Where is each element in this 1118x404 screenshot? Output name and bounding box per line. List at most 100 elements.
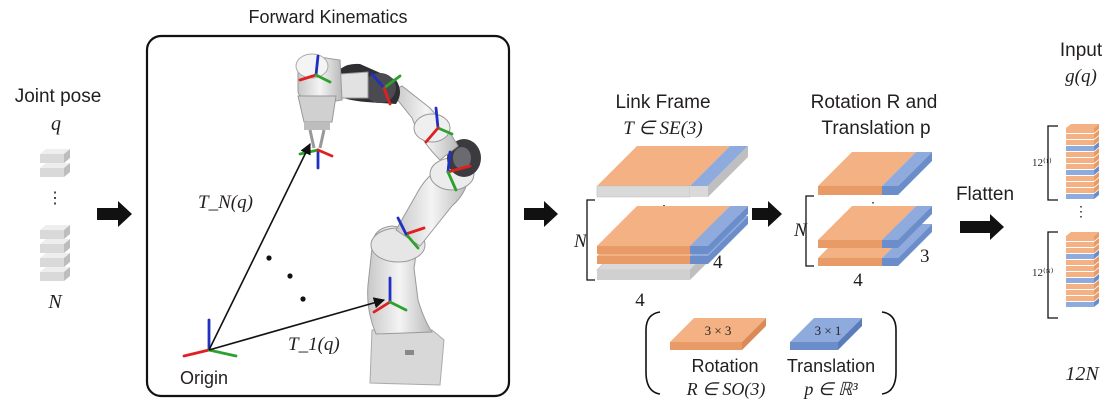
rotation-element [1066,236,1094,241]
joint-pose-label: Joint pose [15,86,102,107]
rotation-element [1066,290,1094,295]
element-side-face [1094,160,1099,169]
rotation-element [1066,134,1094,139]
origin-axes-icon [182,318,238,358]
link-frame-title: Link Frame [615,92,710,113]
input-vector-bottom [1066,232,1099,307]
element-side-face [1094,256,1099,265]
rotation-element [1066,260,1094,265]
rotation-element [1066,272,1094,277]
element-side-face [1094,190,1099,199]
legend-right-paren [881,311,897,395]
joint-block [40,225,70,239]
element-side-face [1094,130,1099,139]
block-arrow-1 [97,201,132,227]
frame-axes-icon [446,150,472,192]
tn-label: T_N(q) [198,192,253,213]
translation-element [1066,170,1094,175]
input-total-label: 12N [1065,363,1100,385]
input-bracket-1 [1047,125,1058,201]
rotation-element [1066,140,1094,145]
t1-arrow [208,297,386,351]
element-side-face [1094,142,1099,151]
rotation-element [1066,266,1094,271]
element-side-face [1094,232,1099,241]
input-title: Input [1060,40,1103,61]
element-side-face [1094,274,1099,283]
element-side-face [1094,244,1099,253]
translation-dim-label: 3 × 1 [815,323,842,338]
rotation-element [1066,296,1094,301]
link-frame-slab-top [596,146,748,198]
joint-pose-dots: ⋮ [47,190,63,207]
link-frame-bracket [586,199,595,281]
joint-pose-stack-bottom [40,225,70,281]
rot-trans-slab-stack [818,206,932,266]
translation-element [1066,302,1094,307]
frame-axes-icon [298,54,332,84]
input-subtitle: g(q) [1065,66,1097,87]
rotation-element [1066,242,1094,247]
link-frame-rows-label: 4 [713,252,723,273]
rotation-element [1066,188,1094,193]
input-group2-label: 12⁽ᴺ⁾ [1032,267,1054,279]
link-frame-n-label: N [573,231,588,252]
element-side-face [1094,292,1099,301]
element-side-face [1094,154,1099,163]
translation-name: Translation [787,356,875,376]
rot-trans-bracket [805,195,814,267]
element-side-face [1094,172,1099,181]
rot-trans-subtitle: Translation p [821,118,930,139]
joint-block [40,163,70,177]
legend-left-paren [645,311,661,395]
rotation-set: R ∈ SO(3) [686,379,766,400]
link-frame-cols-label: 4 [635,290,645,311]
rotation-swatch [670,318,766,350]
translation-element [1066,278,1094,283]
frame-axes-icon [396,216,426,250]
input-group1-label: 12⁽¹⁾ [1032,157,1052,169]
joint-block [40,253,70,267]
joint-pose-stack-top [40,149,70,177]
element-side-face [1094,238,1099,247]
rot-trans-title: Rotation R and [811,92,938,113]
rotation-name: Rotation [691,356,758,376]
translation-element [1066,254,1094,259]
joint-count-label: N [47,291,63,313]
rotation-element [1066,284,1094,289]
input-vector-top [1066,124,1099,199]
joint-block [40,149,70,163]
element-side-face [1094,286,1099,295]
forward-kinematics-title: Forward Kinematics [248,7,407,27]
rot-trans-cols-label: 3 [920,246,930,267]
stack-top-face [1066,124,1099,128]
element-side-face [1094,250,1099,259]
link-frame-slab-stack [596,206,748,280]
origin-label: Origin [180,368,228,388]
element-side-face [1094,178,1099,187]
translation-element [1066,194,1094,199]
rotation-element [1066,248,1094,253]
input-bracket-2 [1047,231,1058,319]
input-dots: ⋮ [1074,203,1088,219]
flatten-arrow [960,214,1004,240]
block-arrow-2 [524,201,558,227]
flatten-label: Flatten [956,184,1014,205]
translation-set: p ∈ ℝ³ [802,379,858,399]
element-side-face [1094,262,1099,271]
element-side-face [1094,298,1099,307]
ellipsis-dot [266,255,272,261]
element-side-face [1094,136,1099,145]
rotation-element [1066,176,1094,181]
rot-trans-rows-label: 4 [853,270,863,291]
element-side-face [1094,184,1099,193]
element-side-face [1094,268,1099,277]
rotation-element [1066,158,1094,163]
tn-arrow [208,142,311,351]
element-side-face [1094,148,1099,157]
rotation-element [1066,128,1094,133]
rot-trans-n-label: N [793,220,808,241]
rot-trans-slab-top [818,152,932,195]
